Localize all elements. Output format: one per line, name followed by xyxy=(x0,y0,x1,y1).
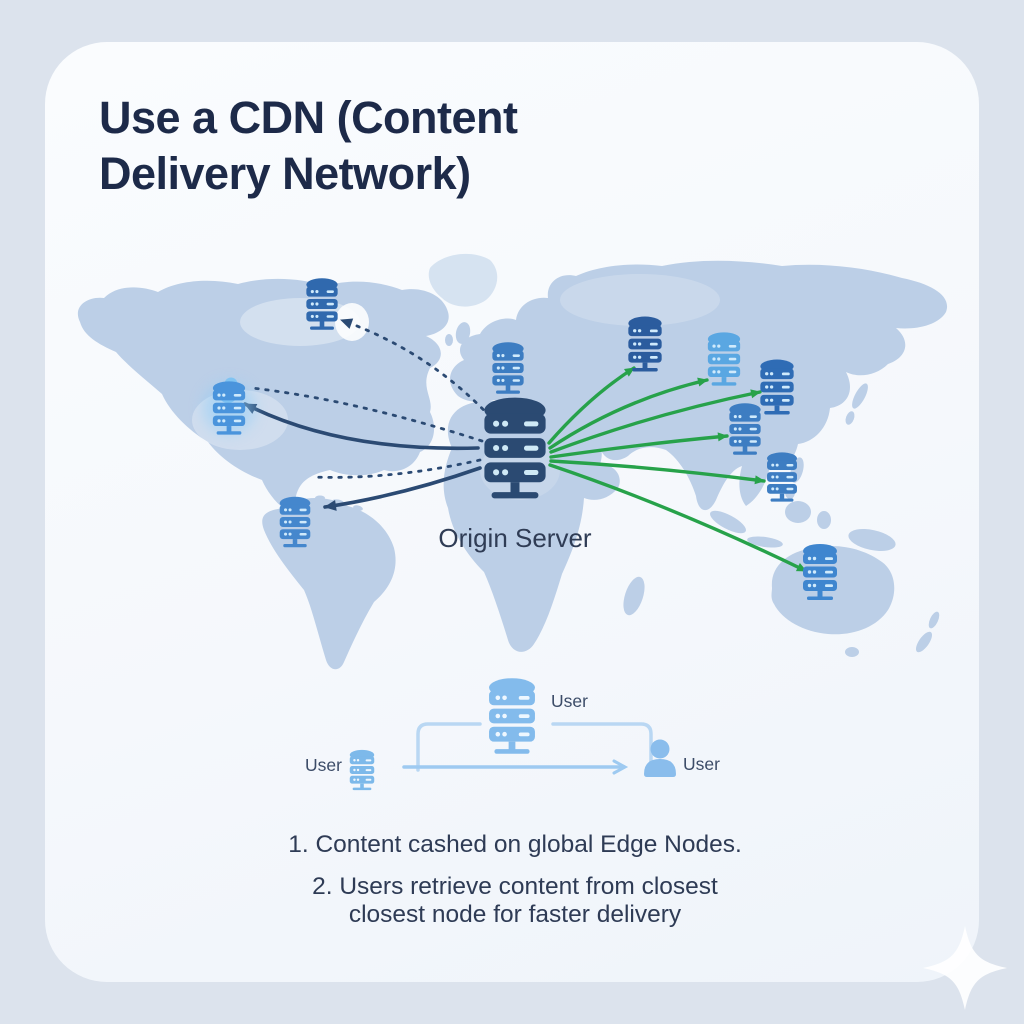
green-delivery-arrow xyxy=(548,463,808,573)
green-delivery-arrow xyxy=(549,459,766,485)
user-label-right: User xyxy=(683,754,720,774)
navy-request-arrow xyxy=(243,402,480,451)
island-borneo xyxy=(785,501,811,523)
edge-node-icon-south-asia xyxy=(729,403,761,455)
flow-cdn-server-icon xyxy=(489,678,535,754)
flow-diagram xyxy=(402,722,676,777)
green-delivery-arrow xyxy=(547,366,636,445)
note-item-1: 1. Content cashed on global Edge Nodes. xyxy=(288,831,742,858)
green-delivery-arrow xyxy=(549,432,729,459)
navy-dashed-arrow xyxy=(310,458,482,479)
navy-dashed-arrow xyxy=(250,386,484,443)
navy-dashed-arrow xyxy=(339,318,499,426)
edge-node-icon-southeast-asia xyxy=(767,452,797,502)
origin-server-label: Origin Server xyxy=(438,523,592,553)
island-java xyxy=(747,536,783,548)
green-delivery-arrow xyxy=(549,389,762,454)
map-highlight xyxy=(240,298,360,346)
island-sumatra xyxy=(710,510,746,534)
edge-node-icon-australia xyxy=(803,544,837,600)
edge-node-icon-us-west xyxy=(212,381,246,435)
page-title: Use a CDN (Content Delivery Network) xyxy=(99,92,518,199)
world-map xyxy=(77,253,948,670)
island-sulawesi xyxy=(817,511,831,529)
user-label-left: User xyxy=(305,755,342,775)
island-caribbean xyxy=(353,505,363,511)
island-new-guinea xyxy=(848,529,896,551)
island-japan xyxy=(852,383,868,409)
island-new-zealand-south xyxy=(915,631,933,653)
map-highlight xyxy=(560,274,720,326)
edge-node-icon-europe xyxy=(492,342,524,394)
island-new-zealand-north xyxy=(928,611,940,629)
user-label-center: User xyxy=(551,691,588,711)
note-item-2: 2. Users retrieve content from closest xyxy=(312,873,718,900)
navy-request-arrow xyxy=(323,466,482,511)
flow-bypass-bracket xyxy=(416,722,653,772)
island-madagascar xyxy=(623,576,645,616)
island-britain xyxy=(455,322,471,344)
greenland xyxy=(428,253,498,307)
edge-node-icon-canada xyxy=(306,278,338,330)
island-ireland xyxy=(445,334,453,346)
edge-node-icon-north-asia xyxy=(707,332,741,386)
sparkle-icon xyxy=(923,926,1007,1010)
origin-server-icon xyxy=(484,397,546,499)
green-delivery-arrow xyxy=(548,377,709,450)
island-cuba xyxy=(315,495,325,501)
note-item-2-continued: closest node for faster delivery xyxy=(348,901,682,928)
island-japan-south xyxy=(845,411,855,425)
user-person-icon xyxy=(644,739,676,777)
delivery-arrows-layer xyxy=(243,318,808,573)
island-tasmania xyxy=(845,647,859,657)
edge-nodes-layer xyxy=(203,278,837,791)
edge-node-icon-east-asia xyxy=(760,359,794,415)
edge-node-icon-central-asia xyxy=(628,316,662,372)
flow-edge-server-icon xyxy=(349,749,375,791)
edge-node-icon-south-america xyxy=(279,496,311,548)
